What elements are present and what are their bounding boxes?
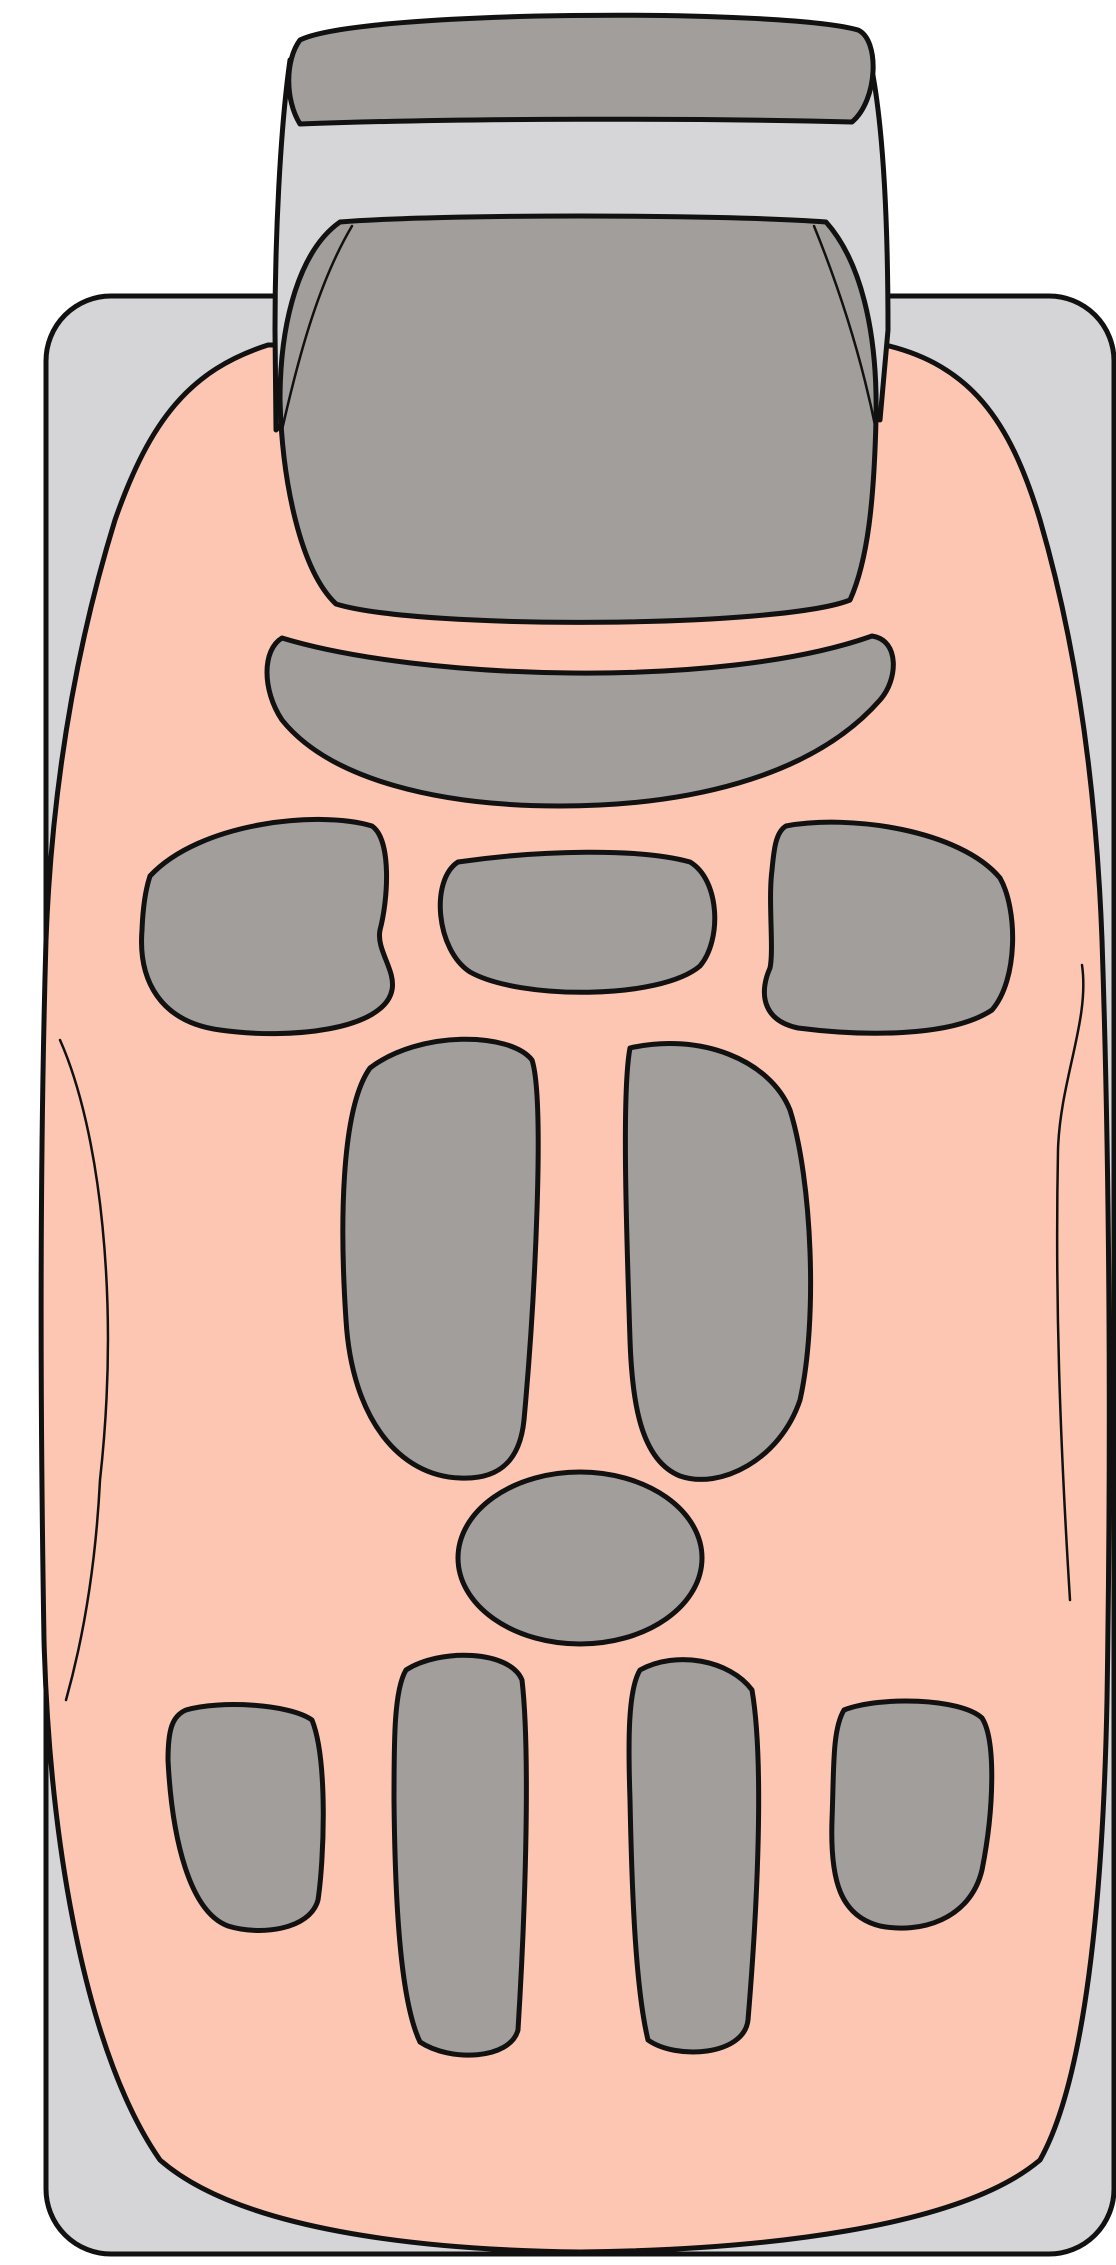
shoulder-pad-left [142, 819, 393, 1033]
headrest-face-pad [280, 216, 876, 622]
headrest-top-pad [289, 15, 873, 124]
upper-back-pad-center [440, 852, 714, 992]
back-pad-left [343, 1039, 538, 1478]
seat-cushion [41, 345, 1109, 2252]
thigh-inner-pad-left [394, 1655, 526, 2055]
thigh-outer-pad-right [832, 1701, 992, 1928]
thigh-inner-pad-right [629, 1660, 759, 2052]
back-pad-right [625, 1043, 810, 1479]
lumbar-pad [458, 1472, 702, 1644]
